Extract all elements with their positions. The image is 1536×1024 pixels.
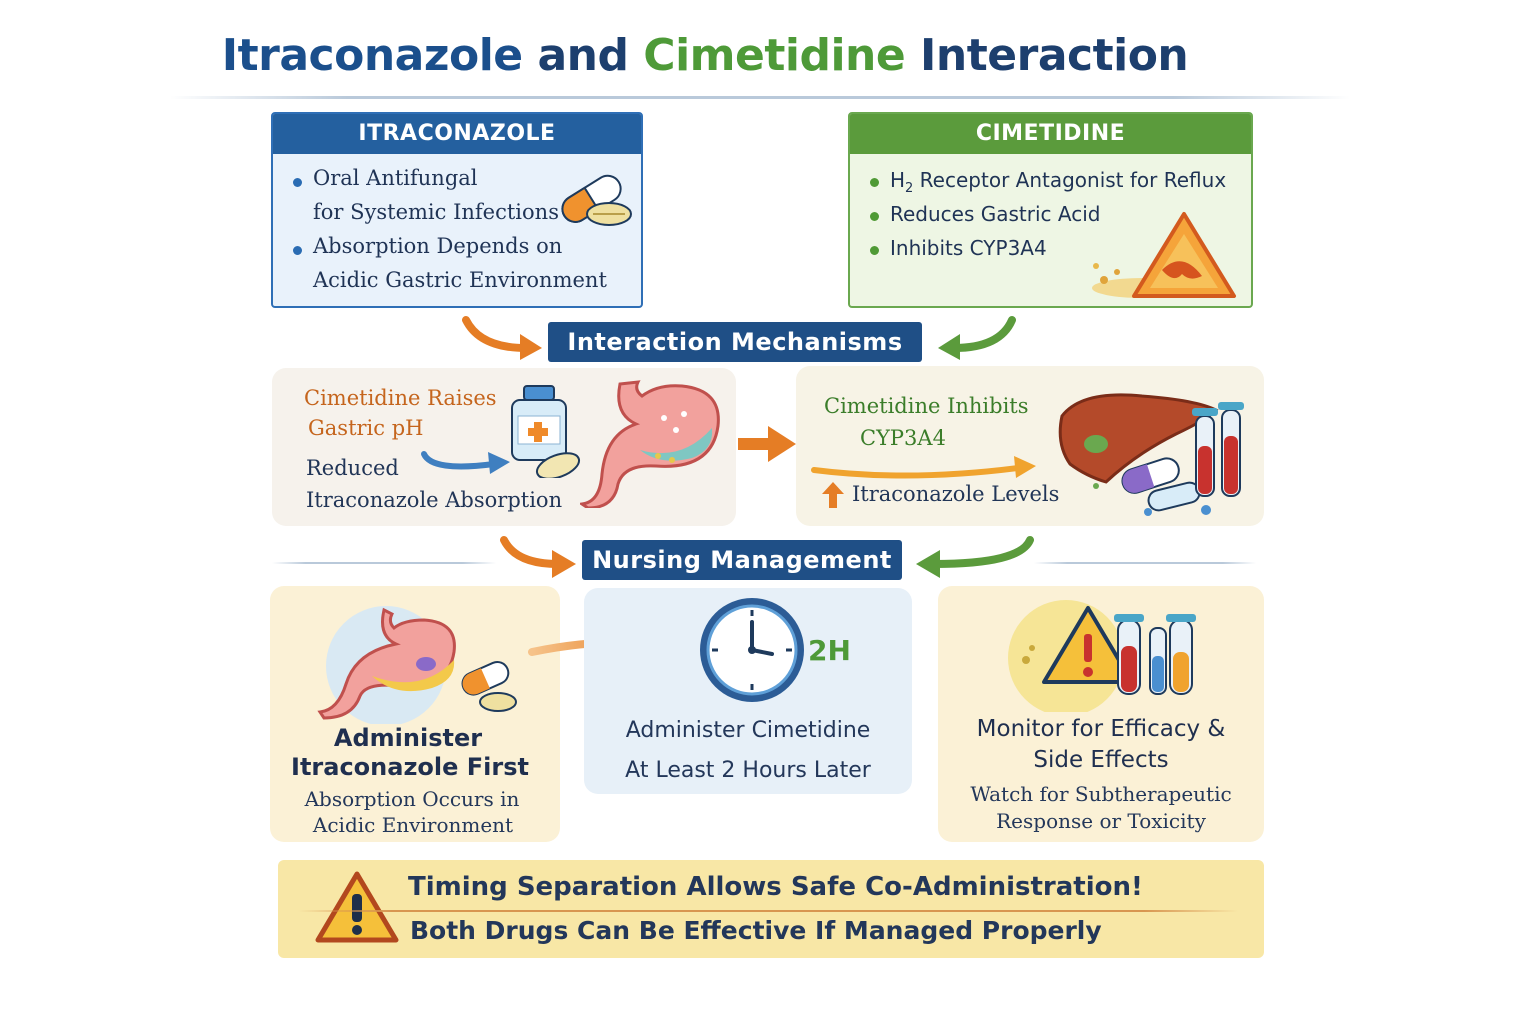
cyp3a4-panel: Cimetidine Inhibits CYP3A4 Itraconazole …	[796, 366, 1264, 526]
clock-label: 2H	[808, 634, 851, 667]
cimetidine-box: CIMETIDINE H2 Receptor Antagonist for Re…	[848, 112, 1253, 308]
page-title: Itraconazole and Cimetidine Interaction	[0, 30, 1410, 81]
step1-title-1: Administer	[333, 724, 483, 752]
arrow-icon	[462, 316, 542, 360]
cyp3a4-title-1: Cimetidine Inhibits	[824, 394, 1029, 418]
banner-line-2: Both Drugs Can Be Effective If Managed P…	[410, 916, 1102, 945]
arrow-icon	[916, 536, 1034, 578]
administer-cimetidine-panel: 2H Administer Cimetidine At Least 2 Hour…	[584, 588, 912, 794]
banner-line-1: Timing Separation Allows Safe Co-Adminis…	[408, 872, 1143, 902]
gastric-ph-panel: Cimetidine Raises Gastric pH Reduced Itr…	[272, 368, 736, 526]
gastric-ph-title-2: Gastric pH	[308, 416, 424, 440]
stomach-icon	[580, 380, 720, 508]
bullet-dot	[870, 212, 879, 221]
monitor-panel: Monitor for Efficacy & Side Effects Watc…	[938, 586, 1264, 842]
warning-triangle-icon	[315, 871, 399, 943]
nursing-management-label: Nursing Management	[582, 540, 902, 580]
cimetidine-bullet-3: Inhibits CYP3A4	[890, 236, 1047, 260]
cimetidine-bullet-1: H2 Receptor Antagonist for Reflux	[890, 168, 1226, 196]
bullet-h: H	[890, 168, 906, 192]
divider-left	[272, 562, 496, 564]
step3-sub-2: Response or Toxicity	[996, 809, 1206, 833]
itraconazole-header: ITRACONAZOLE	[273, 114, 641, 154]
administer-itraconazole-panel: Administer Itraconazole First Absorption…	[270, 586, 560, 842]
itraconazole-box: ITRACONAZOLE Oral Antifungal for Systemi…	[271, 112, 643, 308]
itraconazole-bullet-2b: Acidic Gastric Environment	[313, 268, 607, 292]
liver-icon	[1058, 393, 1244, 516]
clock-icon	[700, 598, 804, 702]
step1-sub-2: Acidic Environment	[312, 813, 514, 837]
capsule-icon	[561, 174, 632, 226]
banner-divider	[298, 910, 1238, 912]
step3-title-1: Monitor for Efficacy &	[976, 716, 1226, 742]
arrow-icon	[500, 536, 576, 578]
interaction-mechanisms-label: Interaction Mechanisms	[548, 322, 922, 362]
cimetidine-bullet-2: Reduces Gastric Acid	[890, 202, 1101, 226]
bullet-rest: Receptor Antagonist for Reflux	[913, 168, 1227, 192]
bullet-sub: 2	[905, 181, 914, 196]
step3-sub-1: Watch for Subtherapeutic	[970, 782, 1232, 806]
step1-title-2: Itraconazole First	[291, 753, 529, 781]
title-and: and	[537, 30, 629, 81]
itraconazole-levels: Itraconazole Levels	[852, 482, 1060, 506]
arrow-icon	[738, 426, 796, 462]
arrow-up-icon	[822, 482, 844, 508]
title-drug-2: Cimetidine	[643, 30, 906, 81]
itraconazole-bullet-1b: for Systemic Infections	[313, 200, 559, 224]
medicine-bottle-icon	[511, 385, 581, 478]
cyp3a4-title-2: CYP3A4	[860, 426, 946, 450]
title-drug-1: Itraconazole	[221, 30, 523, 81]
title-divider	[170, 96, 1350, 99]
warning-triangle-icon	[1008, 600, 1196, 712]
arrow-icon	[421, 451, 510, 474]
bullet-dot	[870, 246, 879, 255]
bullet-dot	[293, 178, 302, 187]
step2-line-2: At Least 2 Hours Later	[625, 758, 871, 783]
itraconazole-bullet-1a: Oral Antifungal	[313, 166, 478, 190]
reduced-absorption-1: Reduced	[306, 456, 399, 480]
arrow-icon	[811, 456, 1036, 479]
itraconazole-bullet-2a: Absorption Depends on	[313, 234, 563, 258]
arrow-icon	[938, 316, 1016, 360]
cimetidine-header: CIMETIDINE	[850, 114, 1251, 154]
step2-line-1: Administer Cimetidine	[625, 718, 871, 743]
gastric-ph-title-1: Cimetidine Raises	[304, 386, 497, 410]
step1-sub-1: Absorption Occurs in	[304, 787, 520, 811]
warning-triangle-icon	[1092, 212, 1236, 298]
bullet-dot	[870, 178, 879, 187]
stomach-icon	[317, 606, 517, 724]
title-interaction: Interaction	[920, 30, 1189, 81]
step3-title-2: Side Effects	[1033, 747, 1169, 773]
reduced-absorption-2: Itraconazole Absorption	[306, 488, 563, 512]
bullet-dot	[293, 246, 302, 255]
summary-banner: Timing Separation Allows Safe Co-Adminis…	[278, 860, 1264, 958]
divider-right	[1034, 562, 1256, 564]
